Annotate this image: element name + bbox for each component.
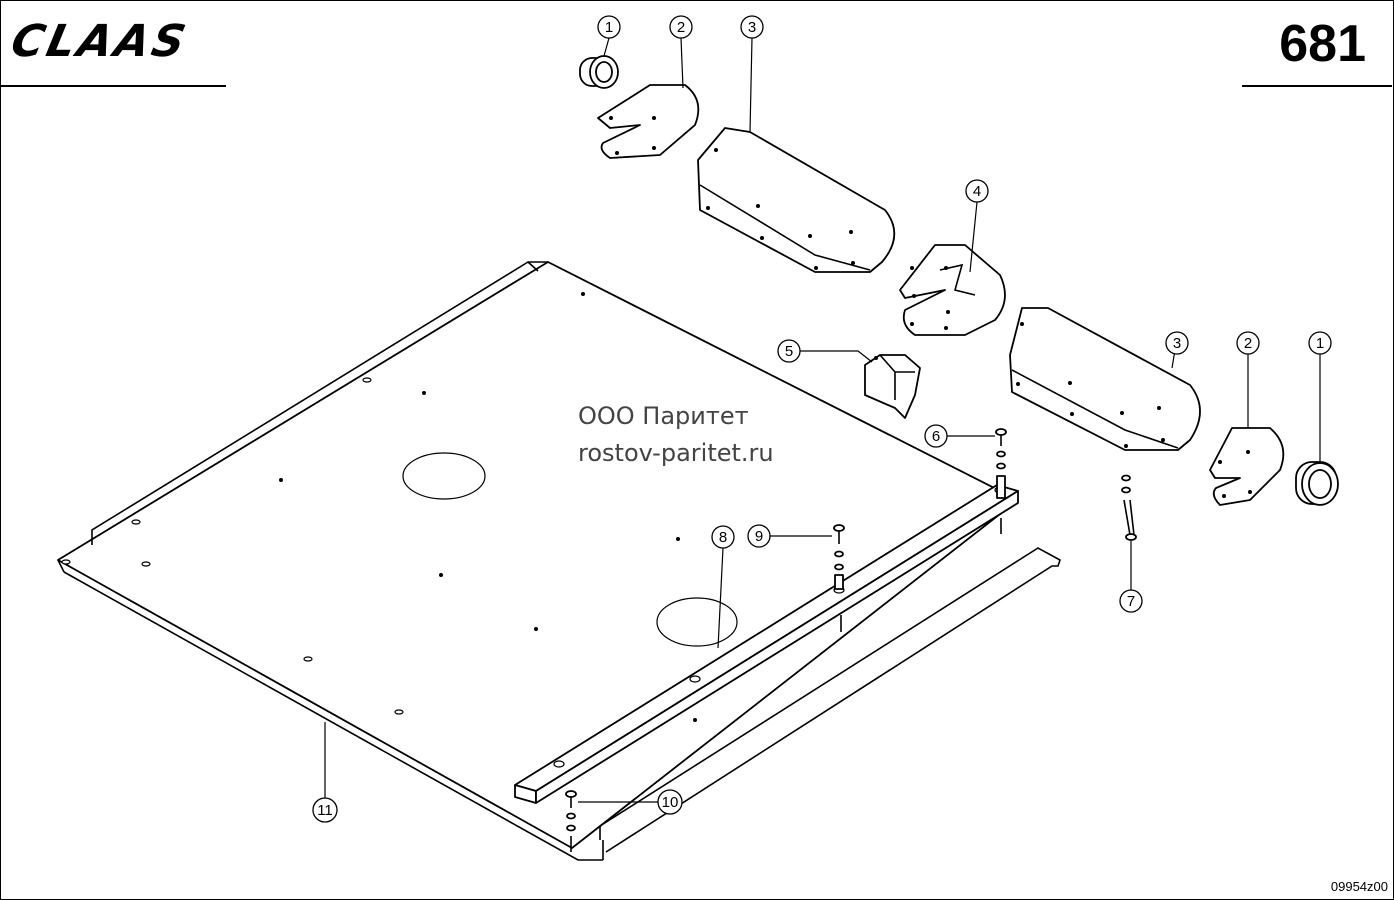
svg-text:9: 9 [755,528,763,545]
callout-4: 4 [965,179,989,203]
plate-mounting-holes [61,292,697,722]
svg-text:7: 7 [1127,593,1135,610]
callout-1-top: 1 [597,15,621,39]
callout-2-right: 2 [1236,331,1260,355]
part-2-small-bracket-right [1209,427,1285,506]
callout-11: 11 [312,797,338,823]
callout-8: 8 [711,525,735,549]
part-2-small-bracket-top [597,84,700,159]
svg-text:11: 11 [317,802,333,819]
part-1-bearing-ring-right [1295,461,1339,506]
callout-5: 5 [777,339,801,363]
part-6-bolt [995,428,1007,534]
part-10-bolt [565,790,577,852]
page-number-underline [1242,85,1392,87]
callout-leaders [324,37,1321,803]
callout-3-top: 3 [740,15,764,39]
svg-text:2: 2 [677,19,685,36]
callout-2-top: 2 [669,15,693,39]
page-number: 681 [1279,15,1366,73]
svg-text:3: 3 [748,19,756,36]
part-9-bolt [833,524,845,632]
watermark-url: rostov-paritet.ru [578,439,774,467]
part-1-bearing-ring-top [579,55,619,89]
callout-7: 7 [1119,589,1143,613]
drawing-code: 09954z00 [1330,879,1388,894]
svg-text:1: 1 [1316,335,1324,352]
svg-text:3: 3 [1173,335,1181,352]
svg-text:10: 10 [662,794,679,811]
part-5-holder [864,354,921,419]
part-3-shroud-cover-top [697,127,896,273]
svg-text:5: 5 [785,343,793,360]
svg-text:2: 2 [1244,335,1252,352]
watermark: ООО Паритет rostov-paritet.ru [578,398,774,472]
svg-text:6: 6 [932,428,940,445]
callout-1-right: 1 [1308,331,1332,355]
logo-underline [0,85,226,87]
svg-text:8: 8 [719,529,727,546]
svg-text:4: 4 [973,183,981,200]
watermark-company: ООО Паритет [578,402,749,430]
part-4-centre-bracket [899,244,1006,336]
svg-text:1: 1 [605,19,613,36]
part-7-bolt [1121,474,1137,541]
callout-10: 10 [657,789,683,815]
callout-9: 9 [747,524,771,548]
callout-6: 6 [924,424,948,448]
callout-3-right: 3 [1165,331,1189,355]
part-3-shroud-cover-right [1009,307,1201,451]
